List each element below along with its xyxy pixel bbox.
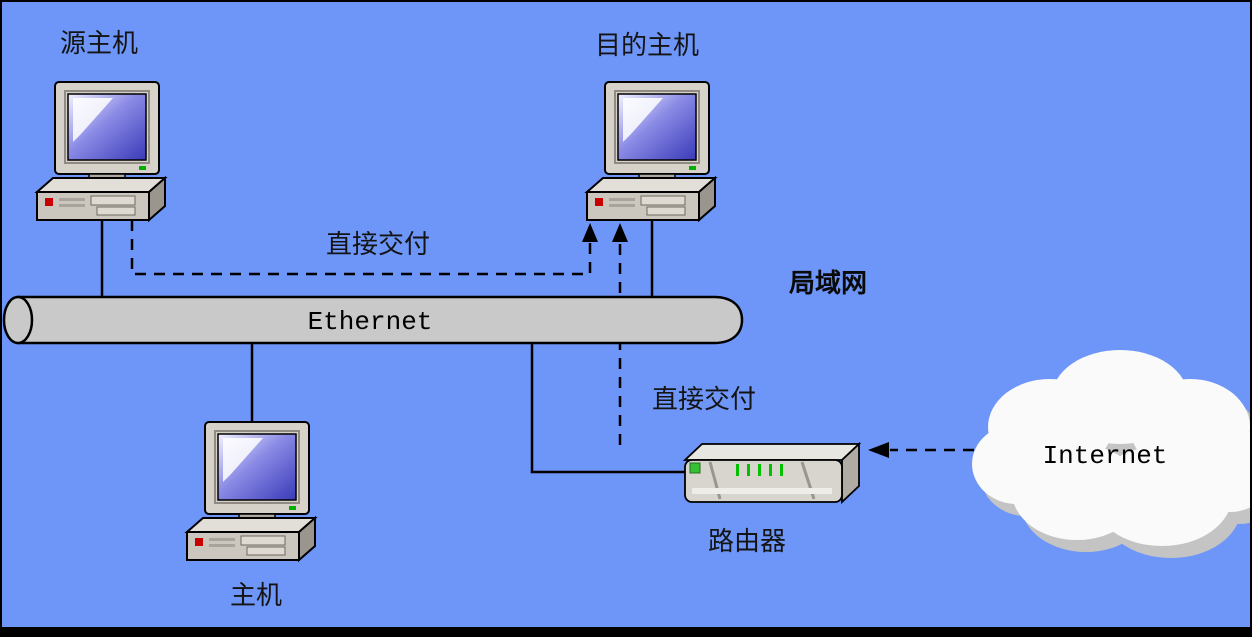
- cloud-body: [972, 350, 1250, 546]
- router-status-square: [689, 462, 701, 474]
- up-arrowhead-router-delivery: [612, 223, 628, 242]
- router-leds: [736, 464, 783, 476]
- cable-ethernet-to-router: [530, 342, 685, 474]
- lan-label: 局域网: [789, 269, 867, 298]
- ethernet-tube-body: [16, 295, 744, 345]
- dashed-path-internet-to-router: [868, 442, 974, 458]
- source-host-label: 源主机: [60, 29, 138, 58]
- destination-host-label: 目的主机: [595, 31, 699, 60]
- internet-cloud: Internet: [972, 350, 1250, 558]
- bottom-border-bar: [2, 627, 1250, 635]
- router-device: [682, 441, 862, 505]
- direct-delivery-top-label: 直接交付: [326, 230, 430, 259]
- dashed-line-source-to-destination: [130, 220, 592, 276]
- destination-host-pc: [586, 81, 716, 221]
- dashed-path-source-to-destination: [130, 220, 598, 276]
- ethernet-label: Ethernet: [308, 307, 433, 337]
- direct-delivery-bottom-label: 直接交付: [652, 385, 756, 414]
- ethernet-tube-endcap: [2, 295, 34, 345]
- left-arrowhead-internet: [868, 442, 889, 458]
- host-label: 主机: [230, 581, 282, 610]
- router-top: [682, 443, 862, 461]
- host-pc: [186, 421, 316, 561]
- up-arrowhead-source-delivery: [582, 223, 598, 242]
- source-host-pc: [36, 81, 166, 221]
- internet-label: Internet: [1043, 441, 1168, 471]
- ethernet-bus: Ethernet: [2, 295, 744, 345]
- router-front-stripe: [692, 488, 832, 494]
- router-label: 路由器: [708, 527, 786, 556]
- router-front: [684, 459, 843, 503]
